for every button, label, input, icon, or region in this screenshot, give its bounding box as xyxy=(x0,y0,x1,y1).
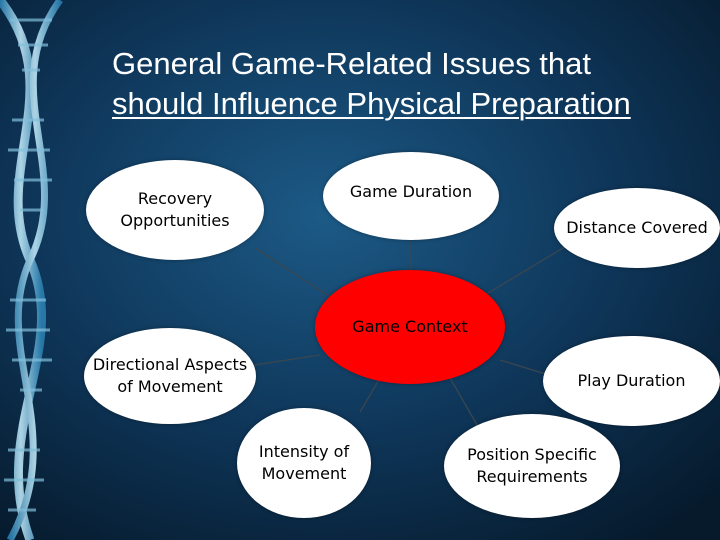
node-label: Directional Aspects of Movement xyxy=(92,355,248,396)
connector-distance xyxy=(479,244,569,299)
title-line-2: should Influence Physical Preparation xyxy=(112,86,631,121)
connector-directional xyxy=(247,354,321,367)
node-distance-covered: Distance Covered xyxy=(554,188,720,268)
connector-intensity xyxy=(359,377,381,413)
node-position-specific: Position Specific Requirements xyxy=(444,414,620,518)
title-line-1: General Game-Related Issues that xyxy=(112,46,592,81)
node-label: Recovery Opportunities xyxy=(120,189,230,230)
dna-helix-decoration xyxy=(0,0,63,540)
node-play-duration: Play Duration xyxy=(543,336,720,426)
node-label: Distance Covered xyxy=(566,218,708,237)
node-directional-aspects: Directional Aspects of Movement xyxy=(84,328,256,424)
node-recovery-opportunities: Recovery Opportunities xyxy=(86,160,264,260)
connector-recovery xyxy=(254,247,339,303)
node-label: Position Specific Requirements xyxy=(467,445,597,486)
connector-position xyxy=(449,377,481,431)
node-label: Game Duration xyxy=(349,182,473,201)
node-game-context: Game Context xyxy=(315,270,505,384)
node-intensity-of-movement: Intensity of Movement xyxy=(237,408,371,518)
node-game-duration: Game Duration xyxy=(323,152,499,240)
slide-title: General Game-Related Issues that should … xyxy=(112,44,712,124)
node-label: Intensity of Movement xyxy=(258,442,350,483)
node-label: Game Context xyxy=(352,317,468,336)
node-label: Play Duration xyxy=(577,371,686,390)
